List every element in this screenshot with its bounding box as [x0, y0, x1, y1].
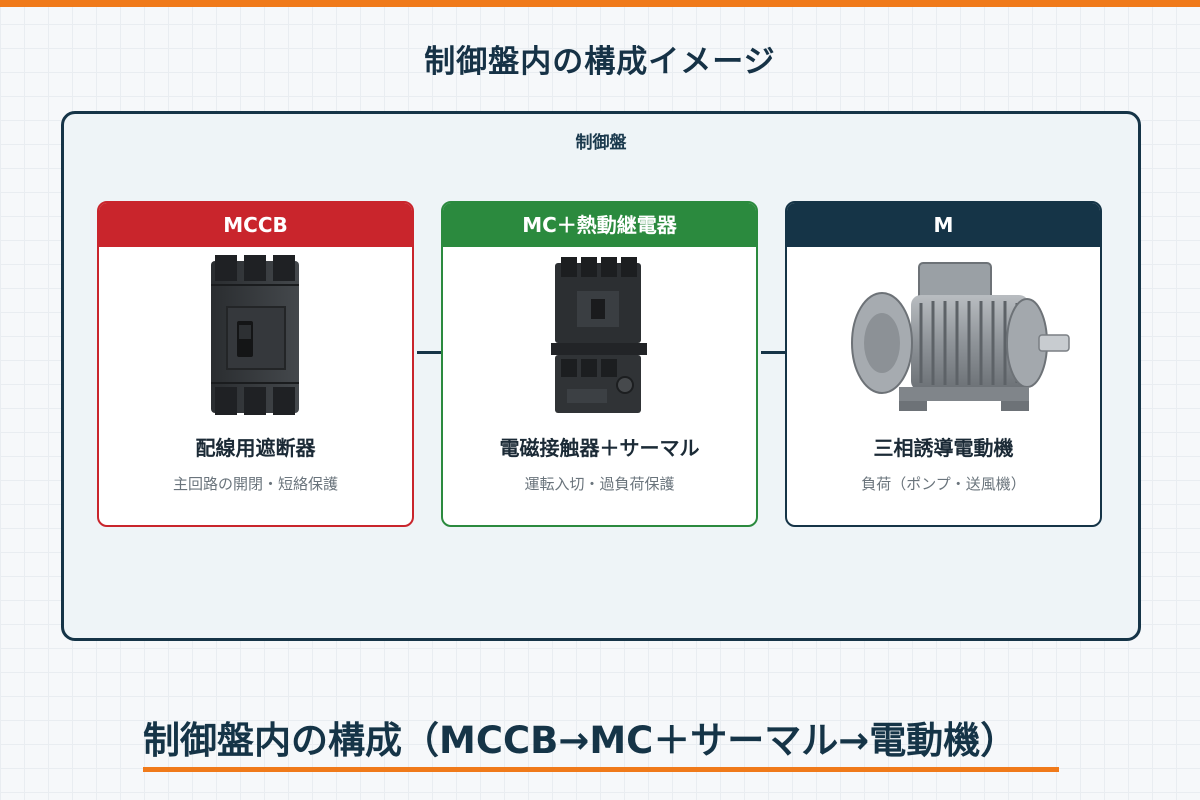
- connector-mccb-mc: [417, 351, 443, 354]
- card-description: 主回路の開閉・短絡保護: [99, 473, 412, 494]
- motor-icon: [787, 255, 1100, 419]
- panel-label: 制御盤: [64, 128, 1138, 153]
- card-contactor: MC＋熱動継電器 電磁接触器＋サーマル 運転入切・過負荷保護: [441, 201, 758, 527]
- card-motor: M: [785, 201, 1102, 527]
- card-header: MC＋熱動継電器: [443, 203, 756, 247]
- card-name: 電磁接触器＋サーマル: [443, 432, 756, 461]
- connector-mc-motor: [761, 351, 787, 354]
- contactor-relay-icon: [443, 255, 756, 419]
- circuit-breaker-icon: [99, 255, 412, 419]
- card-name: 配線用遮断器: [99, 432, 412, 461]
- card-description: 運転入切・過負荷保護: [443, 473, 756, 494]
- control-panel-frame: 制御盤 MCCB: [61, 111, 1141, 641]
- card-description: 負荷（ポンプ・送風機）: [787, 473, 1100, 494]
- card-mccb: MCCB: [97, 201, 414, 527]
- card-name: 三相誘導電動機: [787, 432, 1100, 461]
- bottom-underline: [143, 767, 1059, 772]
- page-title: 制御盤内の構成イメージ: [0, 36, 1200, 81]
- top-accent-bar: [0, 0, 1200, 7]
- card-header: M: [787, 203, 1100, 247]
- bottom-title: 制御盤内の構成（MCCB→MC＋サーマル→電動機）: [143, 710, 1063, 764]
- card-header: MCCB: [99, 203, 412, 247]
